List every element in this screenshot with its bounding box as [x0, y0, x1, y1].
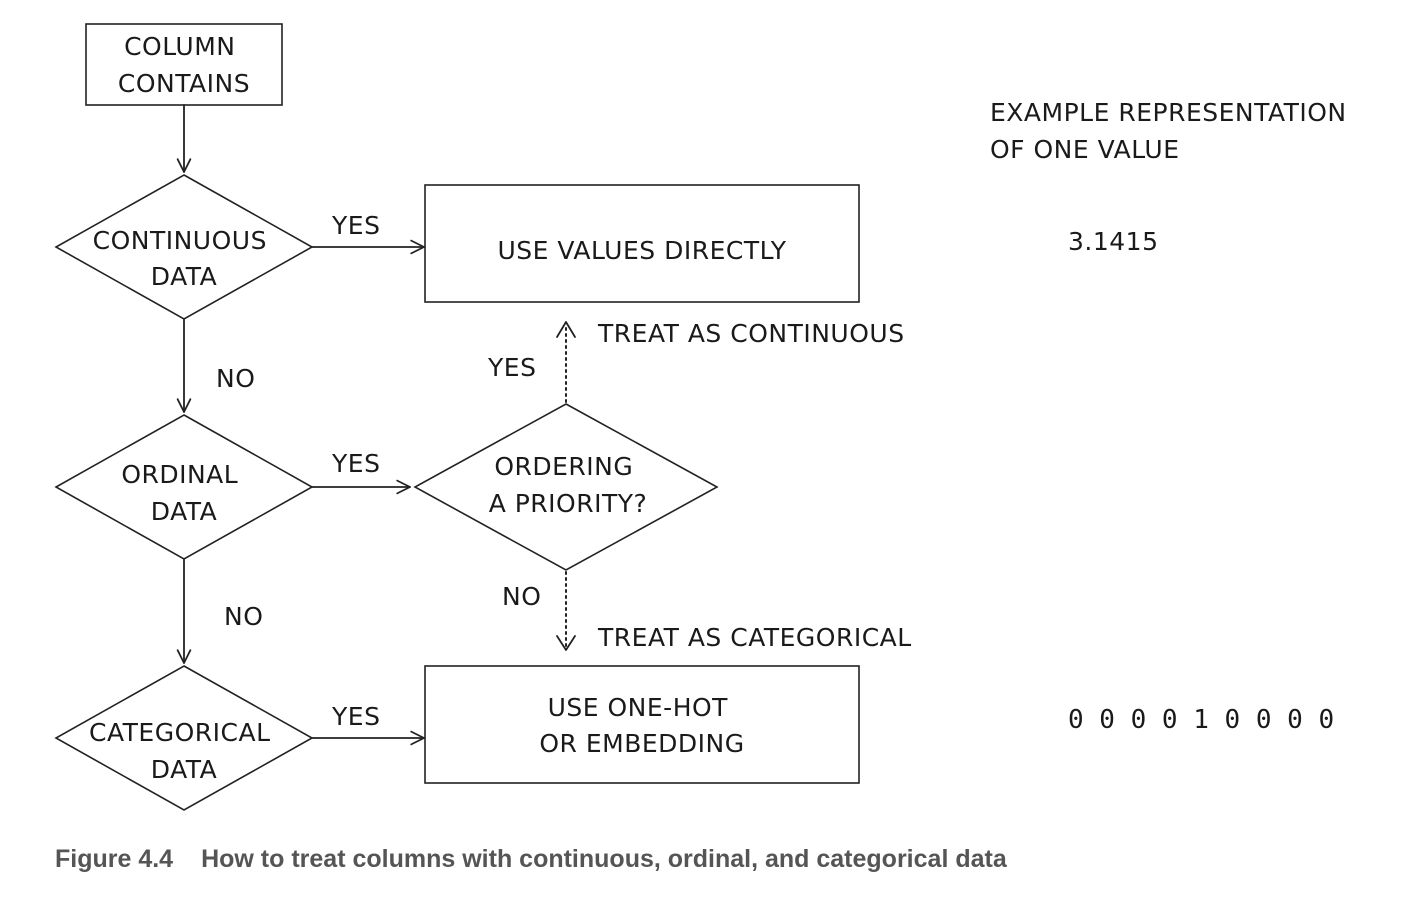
- start-box-label: COLUMN CONTAINS: [118, 32, 250, 98]
- figure-caption-text: How to treat columns with continuous, or…: [201, 845, 1007, 873]
- ordinal-no-label: NO: [224, 602, 263, 631]
- ordering-decision-label: ORDERING A PRIORITY?: [489, 452, 648, 518]
- categorical-decision: [54, 665, 314, 811]
- figure-caption: Figure 4.4 How to treat columns with cont…: [55, 845, 1007, 874]
- ordering-yes-label: YES: [487, 353, 536, 382]
- use-values-label: USE VALUES DIRECTLY: [497, 236, 786, 265]
- ordinal-decision-label: ORDINAL DATA: [121, 460, 246, 526]
- example-onehot-value: 0 0 0 0 1 0 0 0 0: [1068, 705, 1334, 735]
- use-onehot-label: USE ONE-HOT OR EMBEDDING: [539, 693, 744, 758]
- use-values-box: [424, 184, 860, 303]
- ordering-no-label: NO: [502, 582, 541, 611]
- use-onehot-box: [424, 665, 860, 784]
- ordinal-yes-label: YES: [331, 449, 380, 478]
- continuous-yes-label: YES: [331, 211, 380, 240]
- treat-categorical-label: TREAT AS CATEGORICAL: [597, 623, 912, 652]
- ordering-decision: [413, 403, 719, 571]
- continuous-decision-label: CONTINUOUS DATA: [93, 226, 276, 291]
- categorical-yes-label: YES: [331, 702, 380, 731]
- edge-ordering-yes-arrowhead: [556, 321, 576, 338]
- continuous-no-label: NO: [216, 364, 255, 393]
- edge-ordering-no-arrowhead: [556, 635, 576, 651]
- categorical-decision-label: CATEGORICAL DATA: [89, 718, 279, 784]
- start-box: [85, 23, 283, 106]
- treat-continuous-label: TREAT AS CONTINUOUS: [597, 319, 905, 348]
- example-continuous-value: 3.1415: [1068, 227, 1158, 256]
- figure-number: Figure 4.4: [55, 845, 174, 873]
- example-heading: EXAMPLE REPRESENTATION OF ONE VALUE: [990, 98, 1355, 164]
